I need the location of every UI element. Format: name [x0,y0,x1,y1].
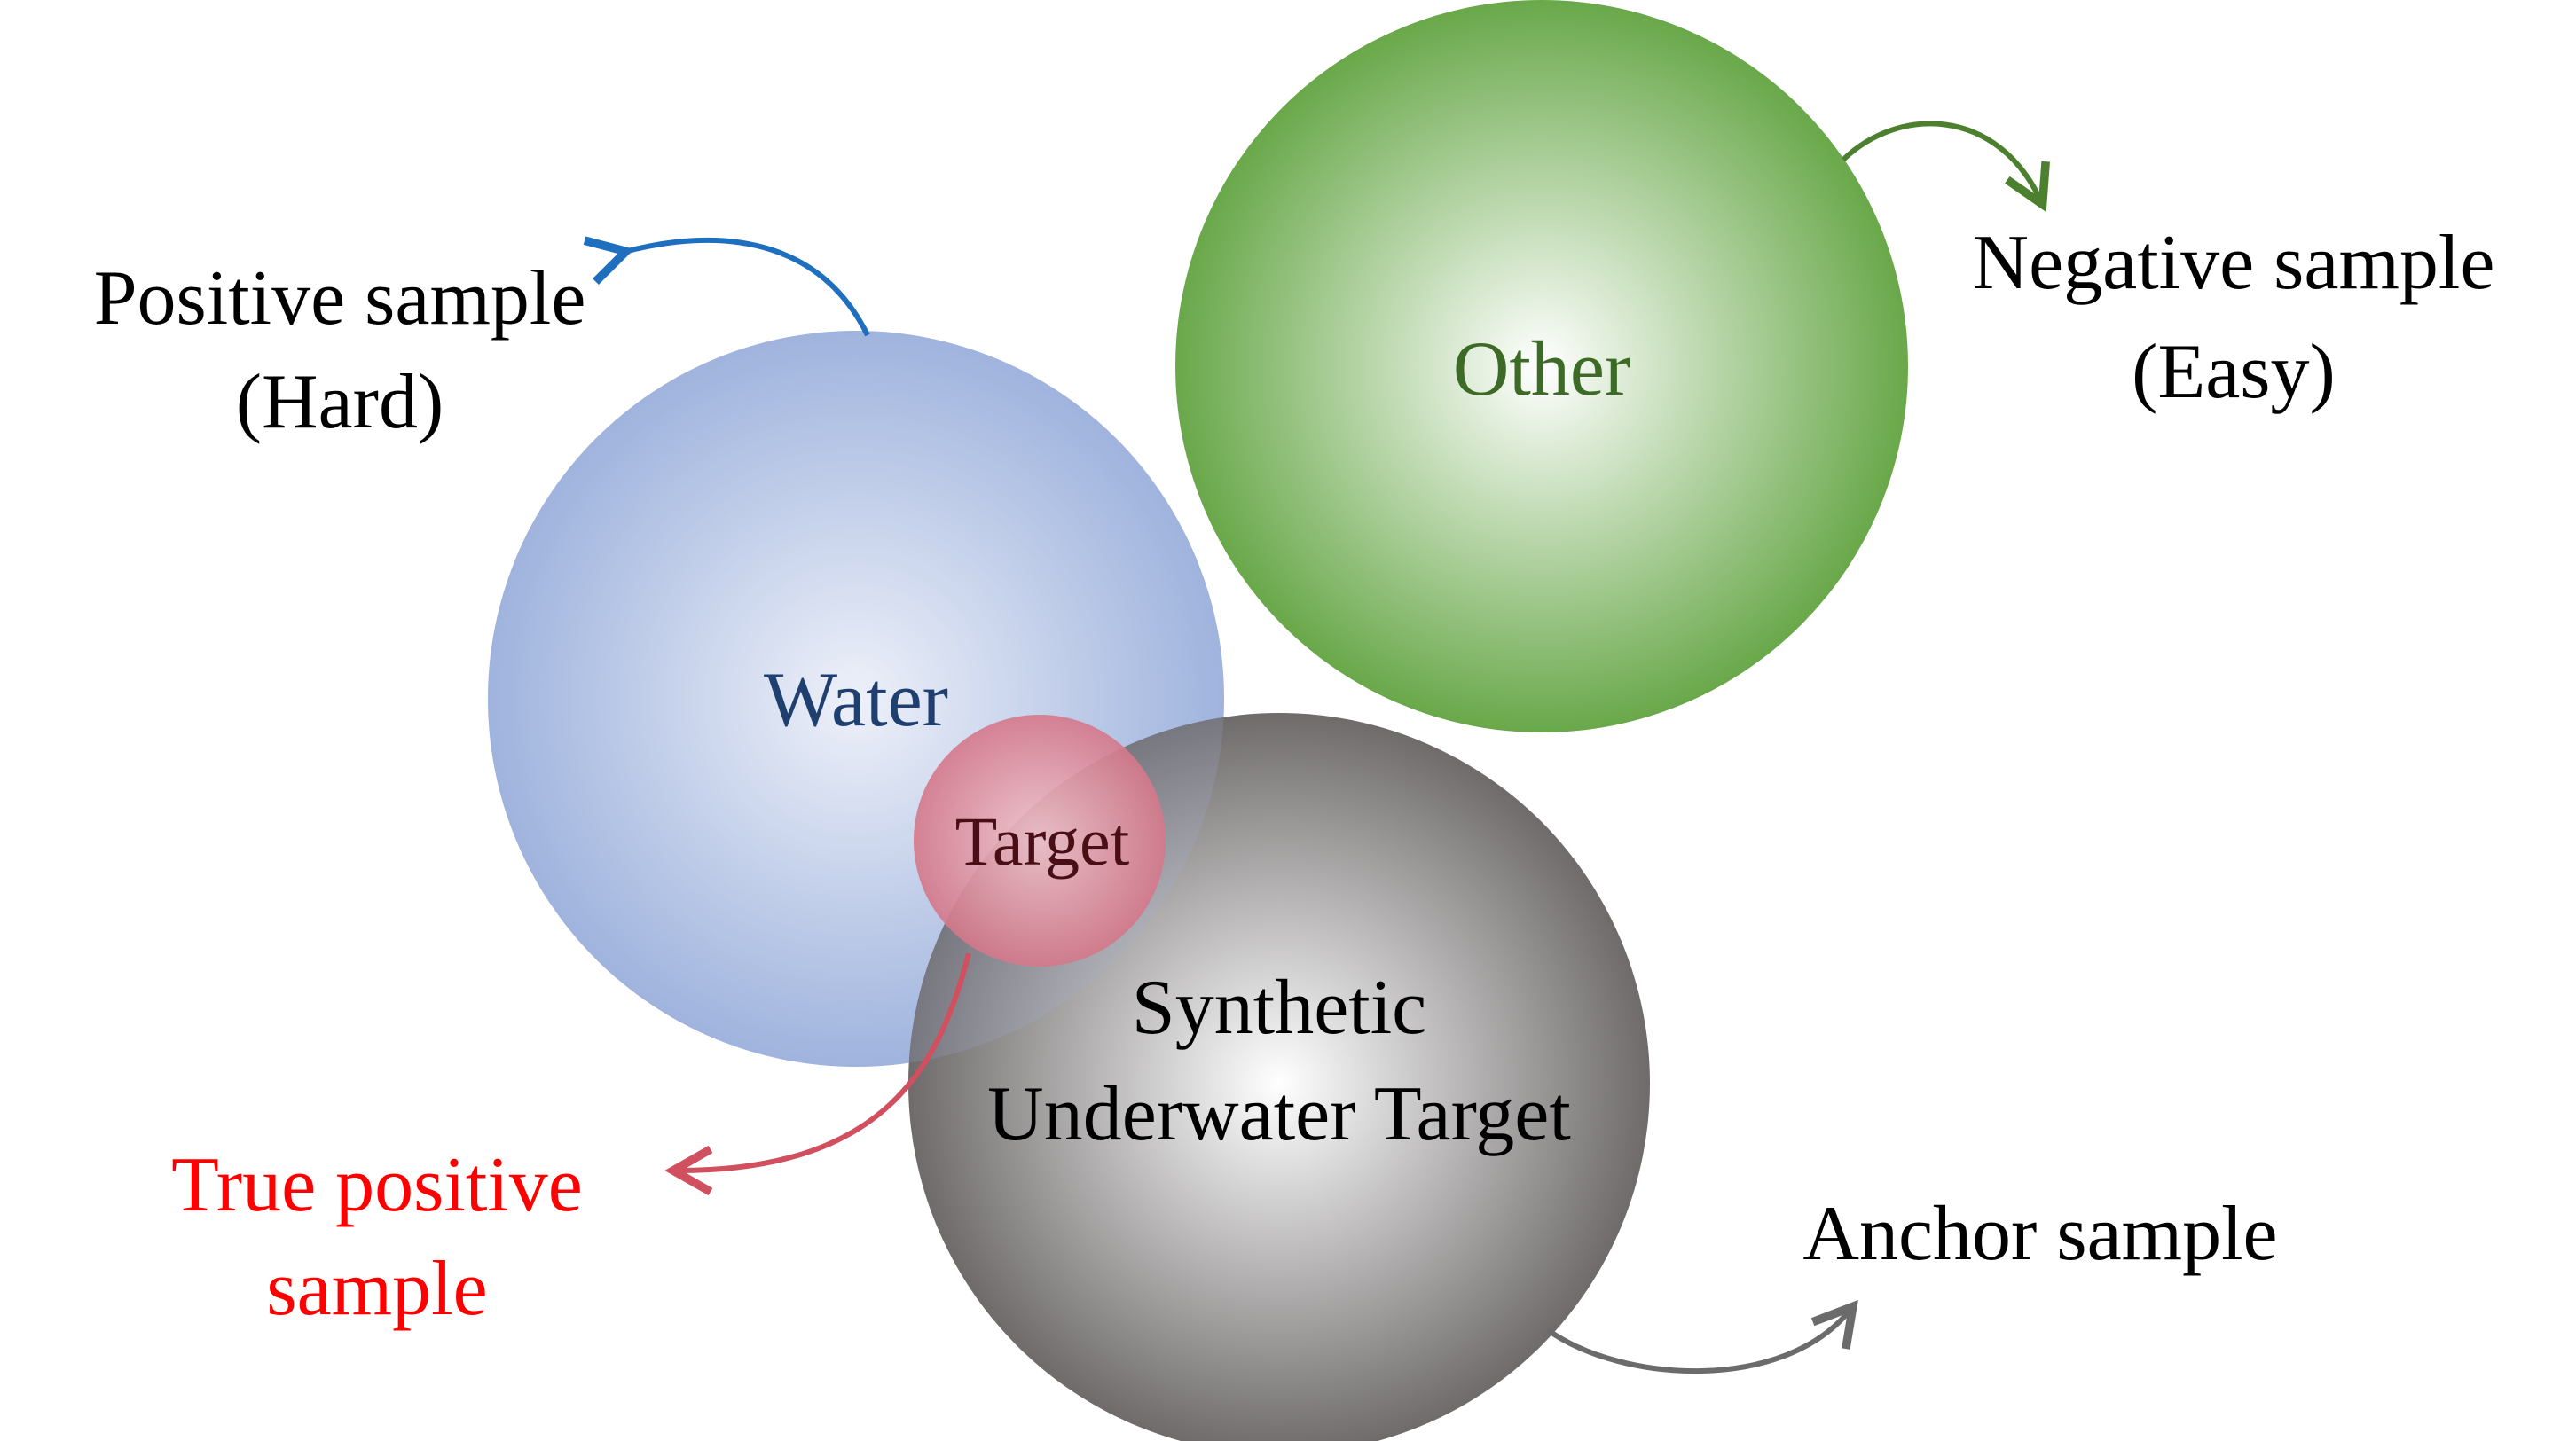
anchor-sample-arrow [1546,1299,1858,1374]
other-label: Other [1453,326,1630,412]
target-label: Target [955,803,1130,880]
true-positive-arrow [664,952,971,1196]
positive-sample-label-line1: Positive sample [94,255,586,341]
synthetic-label-line2: Underwater Target [987,1071,1571,1157]
negative-sample-label-line2: (Easy) [2132,329,2336,415]
true-positive-label-line2: sample [266,1246,487,1332]
positive-sample-label-line2: (Hard) [236,359,444,445]
negative-sample-label-line1: Negative sample [1973,220,2495,306]
water-label: Water [764,657,948,743]
negative-sample-arrow [1841,121,2050,213]
positive-sample-arrow [583,236,870,337]
synthetic-label-line1: Synthetic [1132,965,1426,1051]
target-circle [914,715,1166,967]
other-circle [1175,0,1908,732]
anchor-sample-label: Anchor sample [1802,1191,2277,1277]
true-positive-label-line1: True positive [171,1142,583,1228]
